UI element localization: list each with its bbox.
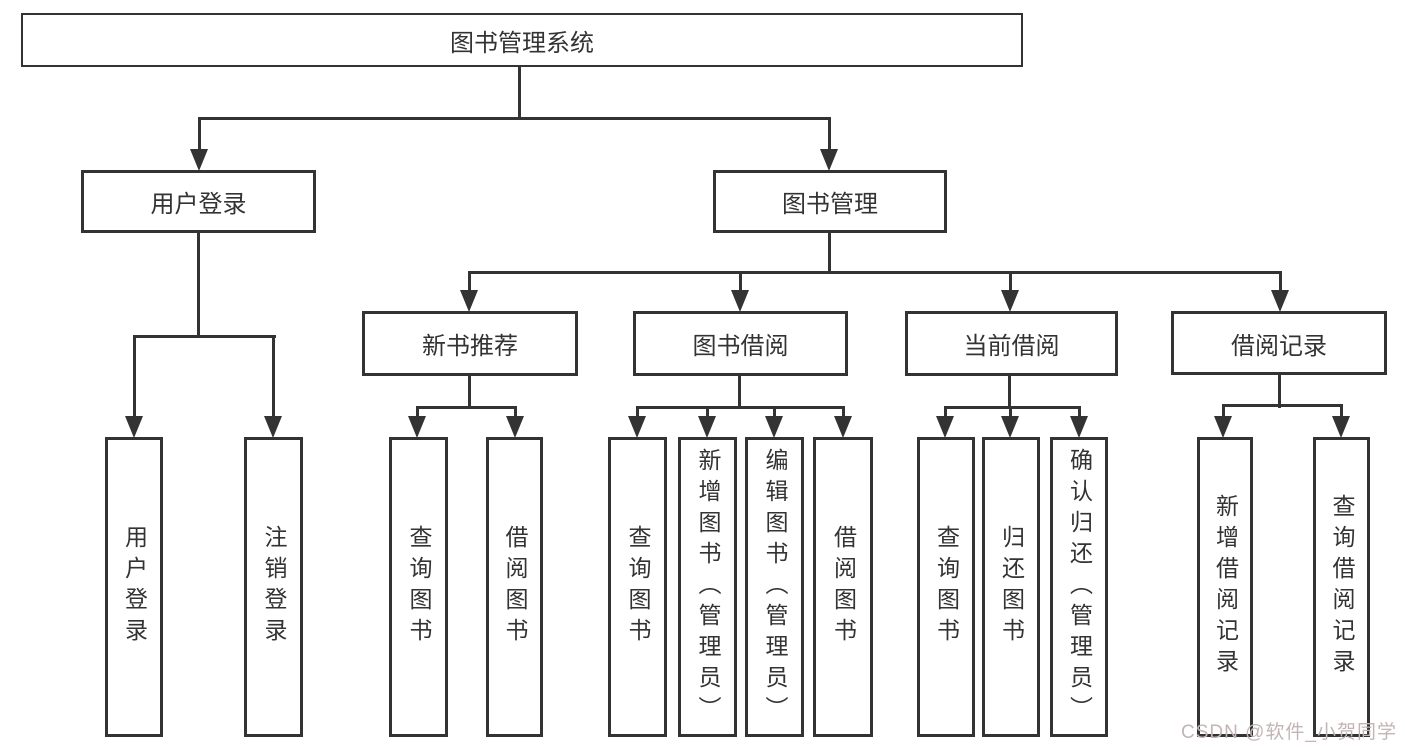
leaf-add-borrow-record: 新增借阅记录 bbox=[1197, 437, 1253, 737]
arrowhead-down bbox=[1332, 416, 1350, 438]
node-label: 新增借阅记录 bbox=[1212, 494, 1239, 680]
watermark: CSDN @软件_小贺同学 bbox=[1181, 722, 1397, 743]
arrowhead-down bbox=[628, 416, 646, 438]
leaf-user-login: 用户登录 bbox=[105, 437, 163, 737]
edge-vline bbox=[197, 233, 200, 338]
edge-stem bbox=[944, 406, 947, 420]
edge-vline bbox=[1008, 376, 1011, 409]
node-label: 借阅图书 bbox=[502, 525, 528, 649]
leaf-query-books-current: 查询图书 bbox=[917, 437, 975, 737]
edge-hline bbox=[1222, 404, 1343, 407]
edge-stem bbox=[1009, 271, 1012, 293]
arrowhead-down bbox=[765, 416, 783, 438]
arrowhead-down bbox=[820, 149, 838, 171]
node-label: 查询图书 bbox=[933, 525, 960, 649]
edge-hline bbox=[944, 406, 1081, 409]
node-user-login: 用户登录 bbox=[81, 170, 316, 233]
leaf-logout: 注销登录 bbox=[244, 437, 303, 737]
leaf-query-books-borrow: 查询图书 bbox=[608, 437, 667, 737]
node-library-management-system: 图书管理系统 bbox=[21, 13, 1023, 67]
node-new-book-recommend: 新书推荐 bbox=[362, 311, 578, 376]
edge-hline bbox=[198, 117, 831, 120]
edge-stem bbox=[198, 117, 201, 153]
leaf-add-books-admin: 新增图书（管理员） bbox=[678, 437, 737, 737]
arrowhead-down bbox=[408, 416, 426, 438]
edge-stem bbox=[1222, 404, 1225, 420]
leaf-return-books: 归还图书 bbox=[982, 437, 1040, 737]
node-label: 确认归还（管理员） bbox=[1066, 447, 1093, 727]
edge-vline bbox=[468, 376, 471, 409]
edge-stem bbox=[739, 271, 742, 293]
edge-stem bbox=[706, 406, 709, 420]
arrowhead-down bbox=[936, 416, 954, 438]
edge-stem bbox=[468, 271, 471, 293]
edge-stem bbox=[828, 117, 831, 153]
arrowhead-down bbox=[1001, 290, 1019, 312]
arrowhead-down bbox=[1070, 416, 1088, 438]
arrowhead-down bbox=[698, 416, 716, 438]
node-label: 归还图书 bbox=[998, 525, 1025, 649]
node-label: 查询图书 bbox=[625, 525, 651, 649]
leaf-query-borrow-record: 查询借阅记录 bbox=[1313, 437, 1370, 737]
edge-hline bbox=[416, 406, 517, 409]
leaf-borrow-books: 借阅图书 bbox=[813, 437, 873, 737]
edge-hline bbox=[636, 406, 845, 409]
arrowhead-down bbox=[731, 290, 749, 312]
arrowhead-down bbox=[460, 290, 478, 312]
node-label: 用户登录 bbox=[150, 191, 247, 218]
edge-stem bbox=[773, 406, 776, 420]
arrowhead-down bbox=[1001, 416, 1019, 438]
node-label: 借阅图书 bbox=[830, 525, 857, 649]
arrowhead-down bbox=[834, 416, 852, 438]
node-label: 编辑图书（管理员） bbox=[762, 447, 788, 727]
node-label: 新书推荐 bbox=[422, 333, 518, 360]
edge-stem bbox=[1009, 406, 1012, 420]
node-label: 借阅记录 bbox=[1231, 332, 1327, 360]
arrowhead-down bbox=[1214, 416, 1232, 438]
arrowhead-down bbox=[506, 416, 524, 438]
edge-vline bbox=[1278, 375, 1281, 408]
node-label: 图书管理 bbox=[782, 191, 878, 218]
edge-stem bbox=[1078, 406, 1081, 420]
node-label: 新增图书（管理员） bbox=[695, 447, 721, 727]
arrowhead-down bbox=[125, 416, 143, 438]
leaf-edit-books-admin: 编辑图书（管理员） bbox=[745, 437, 804, 737]
node-label: 当前借阅 bbox=[963, 333, 1060, 360]
edge-vline bbox=[828, 233, 831, 274]
node-label: 查询图书 bbox=[406, 525, 432, 649]
arrowhead-down bbox=[1271, 290, 1289, 312]
edge-stem bbox=[514, 406, 517, 420]
edge-stem bbox=[416, 406, 419, 420]
arrowhead-down bbox=[190, 149, 208, 171]
arrowhead-down bbox=[264, 416, 282, 438]
edge-stem bbox=[1340, 404, 1343, 420]
edge-vline bbox=[738, 376, 741, 409]
edge-stem bbox=[1279, 271, 1282, 293]
node-label: 查询借阅记录 bbox=[1329, 494, 1355, 680]
edge-stem bbox=[842, 406, 845, 420]
node-label: 注销登录 bbox=[261, 525, 287, 649]
leaf-borrow-books-newbook: 借阅图书 bbox=[486, 437, 543, 737]
leaf-confirm-return-admin: 确认归还（管理员） bbox=[1050, 437, 1108, 737]
edge-stem bbox=[133, 335, 136, 419]
node-book-management: 图书管理 bbox=[713, 170, 947, 233]
edge-hline bbox=[133, 335, 276, 338]
edge-vline bbox=[518, 66, 521, 119]
node-book-borrowing: 图书借阅 bbox=[633, 311, 848, 376]
edge-stem bbox=[272, 335, 275, 419]
node-label: 图书借阅 bbox=[692, 333, 789, 360]
leaf-query-books-newbook: 查询图书 bbox=[389, 437, 448, 737]
node-borrowing-records: 借阅记录 bbox=[1171, 311, 1387, 375]
edge-stem bbox=[636, 406, 639, 420]
edge-hline bbox=[468, 271, 1282, 274]
node-current-borrowing: 当前借阅 bbox=[905, 311, 1118, 376]
node-label: 图书管理系统 bbox=[450, 29, 594, 57]
node-label: 用户登录 bbox=[121, 525, 148, 649]
